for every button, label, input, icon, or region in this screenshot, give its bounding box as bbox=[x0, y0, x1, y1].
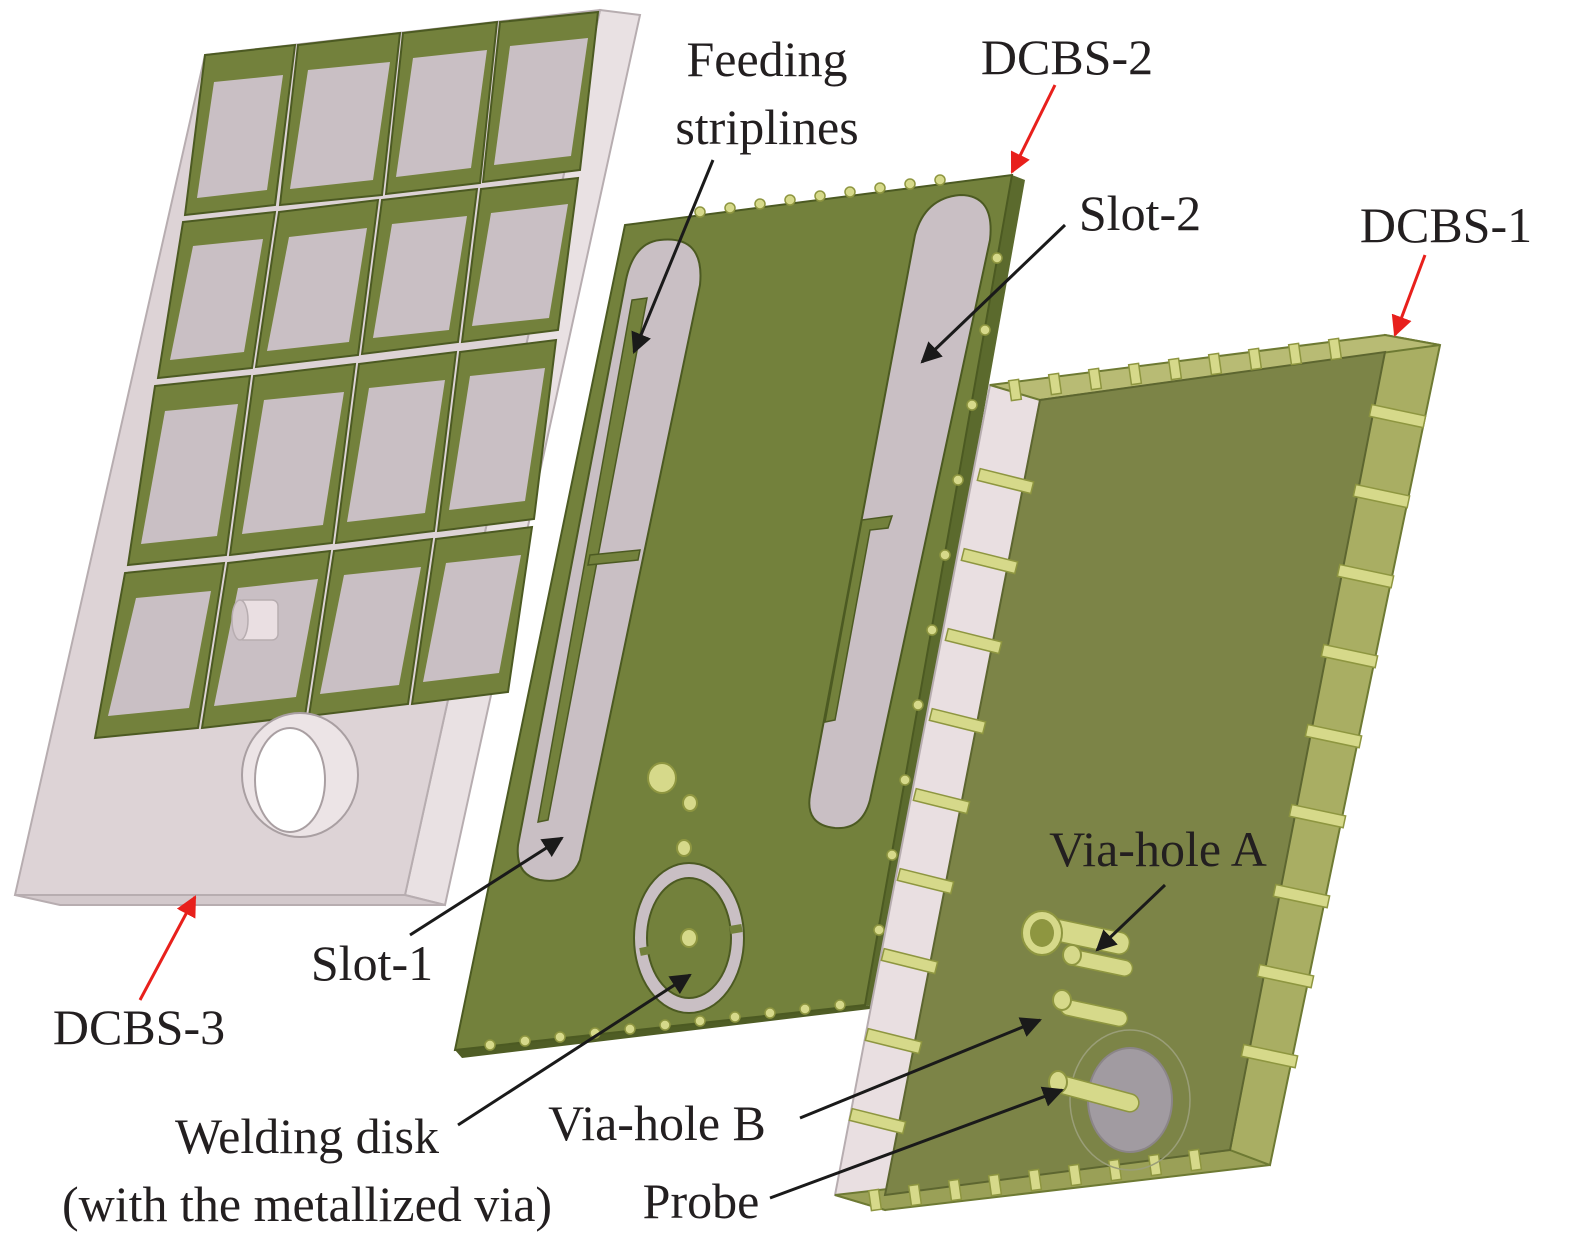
dcbs1-arrow bbox=[1391, 254, 1427, 337]
dcbs2-arrow bbox=[1010, 84, 1057, 174]
dcbs2-edge-vias bbox=[484, 174, 1003, 1051]
annotation-arrows bbox=[138, 84, 1427, 1200]
label-feeding-line2: striplines bbox=[675, 99, 858, 155]
welding-disk-arrow bbox=[457, 973, 692, 1127]
dcbs2-holes bbox=[647, 762, 698, 857]
probe-arrow bbox=[769, 1086, 1064, 1200]
via-hole-a-arrow bbox=[1095, 883, 1167, 952]
label-dcbs2: DCBS-2 bbox=[981, 29, 1153, 85]
label-welding-line2: (with the metallized via) bbox=[62, 1176, 552, 1232]
slot-1-shape bbox=[516, 238, 702, 882]
label-welding-line1: Welding disk bbox=[175, 1108, 439, 1164]
label-via-hole-a: Via-hole A bbox=[1049, 821, 1267, 877]
dcbs3-hole bbox=[241, 712, 359, 838]
label-via-hole-b: Via-hole B bbox=[548, 1095, 766, 1151]
label-feeding-line1: Feeding bbox=[686, 31, 847, 87]
via-hole-b-arrow bbox=[799, 1017, 1042, 1120]
slot1-arrow bbox=[409, 836, 564, 937]
label-probe: Probe bbox=[643, 1173, 760, 1229]
welding-disk-shape bbox=[633, 862, 745, 1014]
label-dcbs1: DCBS-1 bbox=[1360, 197, 1532, 253]
annotation-labels: Feeding striplines DCBS-2 Slot-2 DCBS-1 … bbox=[53, 29, 1532, 1232]
label-dcbs3: DCBS-3 bbox=[53, 999, 225, 1055]
dcbs1-board bbox=[833, 333, 1442, 1212]
dcbs1-vias-probe bbox=[1021, 910, 1191, 1171]
slot2-arrow bbox=[920, 223, 1067, 364]
slot-2-shape bbox=[808, 193, 992, 830]
label-slot2: Slot-2 bbox=[1079, 185, 1201, 241]
dcbs3-arrow bbox=[138, 895, 197, 1001]
dcbs3-pin bbox=[231, 599, 279, 641]
dcbs2-board bbox=[453, 173, 1025, 1058]
label-slot1: Slot-1 bbox=[311, 935, 433, 991]
dcbs1-edge-pins bbox=[848, 337, 1427, 1212]
dcbs3-board bbox=[13, 8, 642, 907]
feeding-striplines-arrow bbox=[631, 159, 715, 354]
patch-array bbox=[93, 10, 600, 740]
